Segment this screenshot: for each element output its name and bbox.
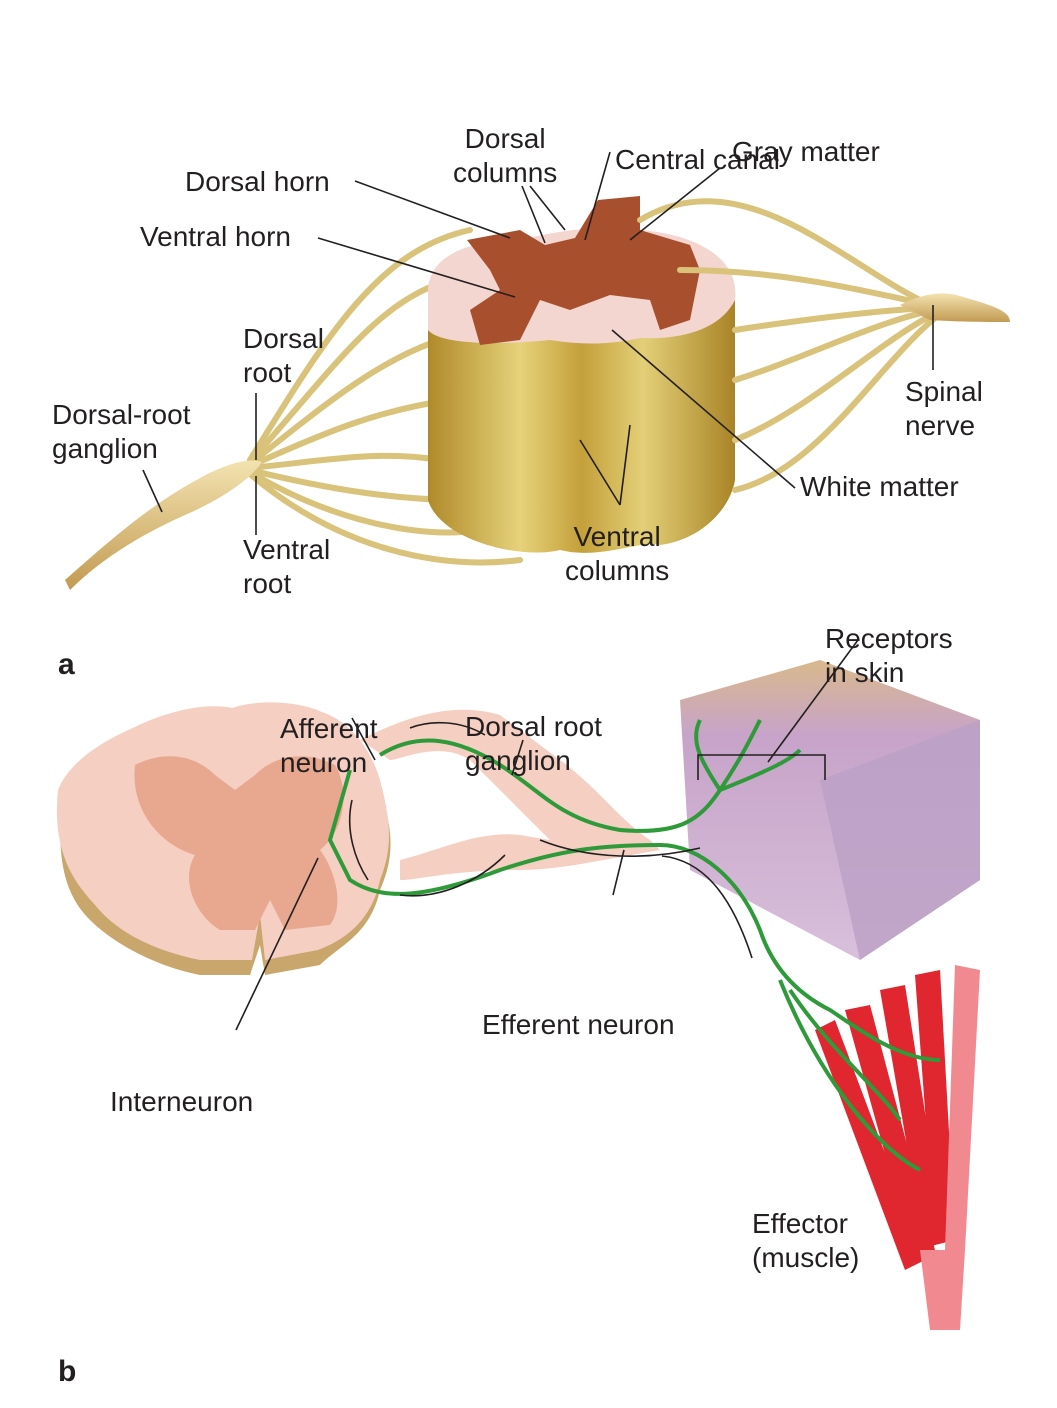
label-ventral-columns: Ventral columns [565,521,670,586]
reflex-arc-neuron [327,719,941,1172]
panel-letter-a: a [58,648,75,681]
label-interneuron: Interneuron [110,1086,254,1117]
label-dorsal-root-ganglion: Dorsal-root ganglion [52,399,191,464]
label-dorsal-columns: Dorsal columns [453,123,558,188]
label-central-canal: Central canal [615,144,780,175]
panel-letter-b: b [58,1355,77,1388]
label-effector-muscle: Effector (muscle) [752,1208,860,1273]
gray-matter-shape [467,196,700,345]
label-white-matter: White matter [800,471,959,502]
gray-matter-section [134,756,344,930]
panel-b-illustration [56,639,980,1330]
label-dorsal-root: Dorsal root [243,323,324,388]
label-gray-matter: Gray matter [732,136,880,167]
label-afferent-neuron: Afferent neuron [280,713,378,778]
label-receptors-in-skin: Receptors in skin [825,623,953,688]
label-ventral-root: Ventral root [243,534,331,599]
label-spinal-nerve: Spinal nerve [905,376,983,441]
label-dorsal-horn: Dorsal horn [185,166,330,197]
spinal-nerve-shape [900,293,1010,322]
dorsal-root-ganglion-shape [65,460,262,590]
label-dorsal-root-ganglion-b: Dorsal root ganglion [465,711,602,776]
panel-a-illustration [65,151,1010,590]
label-efferent-neuron: Efferent neuron [482,1009,675,1040]
label-ventral-horn: Ventral horn [140,221,291,252]
